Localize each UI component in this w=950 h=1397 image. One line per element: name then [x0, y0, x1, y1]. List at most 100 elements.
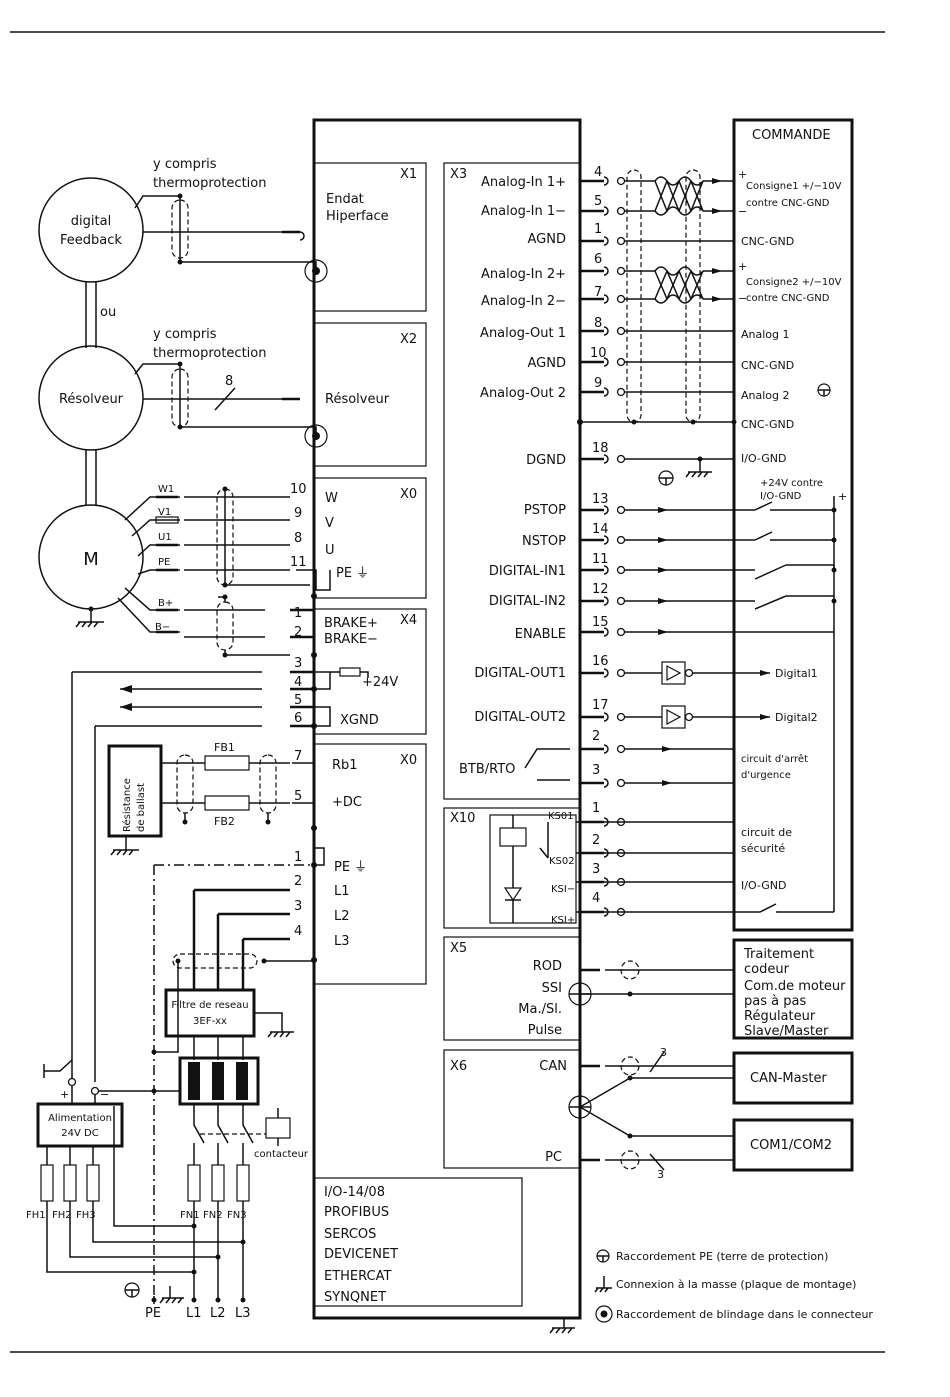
can-master-label: CAN-Master	[750, 1071, 827, 1086]
ballast-line-1: Résistance	[121, 778, 133, 832]
x3-plug-cup	[603, 176, 609, 186]
x10-relay-coil	[499, 827, 527, 847]
x4-pin-4: 4	[294, 675, 302, 690]
x3-signal-labels: Analog-In 1+ Analog-In 1− AGND Analog-In…	[459, 175, 566, 777]
x1-box	[313, 162, 427, 312]
x3-digital-outputs	[625, 661, 770, 729]
x3-plug-cup	[603, 236, 609, 246]
x3-sig-din2: DIGITAL-IN2	[489, 594, 566, 609]
traitement-lines: Traitement codeur Com.de moteur pas à pa…	[743, 947, 846, 1039]
commande-title: COMMANDE	[752, 128, 831, 143]
x3-pin-12: 12	[592, 582, 609, 597]
option-devicenet: DEVICENET	[324, 1247, 398, 1262]
x3-sig-nstop: NSTOP	[522, 534, 566, 549]
x10-relay-frame	[489, 814, 577, 924]
x3-plug-cup	[603, 454, 609, 464]
x3-plug-cup	[603, 505, 609, 515]
x10-ksim: KSI−	[551, 884, 575, 895]
x3-pin-17: 17	[592, 698, 609, 713]
contactor-block	[178, 1056, 260, 1106]
x0b-pe: PE ⏚	[334, 860, 367, 875]
x3-plug-contact	[616, 236, 626, 246]
supply-line-1: Alimentation	[48, 1113, 112, 1124]
fuse-fh1: FH1	[26, 1210, 46, 1221]
mains-l1: L1	[186, 1306, 202, 1321]
filter-box	[164, 988, 256, 1038]
x0b-label: X0	[400, 753, 417, 768]
x3-plug-cup	[603, 712, 609, 722]
x5-rod: ROD	[533, 959, 562, 974]
option-ethercat: ETHERCAT	[324, 1269, 391, 1284]
x3-sig-analog-out2: Analog-Out 2	[480, 386, 566, 401]
x0b-rb1: Rb1	[332, 758, 358, 773]
filter-line-1: Filtre de reseau	[171, 1000, 248, 1011]
x3-sig-btb: BTB/RTO	[459, 762, 515, 777]
x0b-l2: L2	[334, 909, 350, 924]
x3-plug-contact	[616, 206, 626, 216]
x0-w: W	[325, 491, 338, 506]
cmd-consigne2: Consigne2 +/−10V	[746, 277, 842, 288]
traitement-box	[732, 938, 854, 1040]
ballast-section: Résistance de ballast FB1 FB2 7 5	[107, 741, 314, 856]
resolver	[38, 345, 144, 451]
x1-endat: Endat	[326, 192, 364, 207]
x3-pin-5: 5	[594, 194, 602, 209]
fuse-fh2: FH2	[52, 1210, 72, 1221]
x3-plug-cup	[603, 565, 609, 575]
traitement-line-1: Traitement	[743, 947, 814, 962]
x3-sig-enable: ENABLE	[515, 627, 566, 642]
x3-box	[443, 162, 581, 800]
x3-digital-inputs	[625, 501, 835, 635]
x10-label: X10	[450, 811, 475, 826]
x10-box	[443, 807, 581, 929]
x3-plug-contact	[616, 668, 626, 678]
x3-pin-3: 3	[592, 763, 600, 778]
x10-pin-3: 3	[592, 862, 600, 877]
x4-pin-5: 5	[294, 693, 302, 708]
x3-btb-rto	[524, 746, 734, 786]
x0b-l1: L1	[334, 884, 350, 899]
x3-pin-1: 1	[594, 222, 602, 237]
x4-pin-1: 1	[294, 606, 302, 621]
x3-sig-dout1: DIGITAL-OUT1	[474, 666, 566, 681]
x3-plug-cup	[603, 357, 609, 367]
cmd-plus: +	[838, 490, 847, 503]
x0-pin-9: 9	[294, 506, 302, 521]
x10-diode	[503, 887, 523, 902]
x3-sig-pstop: PSTOP	[524, 503, 566, 518]
x5-pulse: Pulse	[528, 1023, 562, 1038]
x4-brake-minus: BRAKE−	[324, 632, 378, 647]
x3-plug-contact	[616, 565, 626, 575]
x3-plug-contact	[616, 596, 626, 606]
option-io: I/O-14/08	[324, 1185, 385, 1200]
x3-plug-contact	[616, 326, 626, 336]
x3-plug-cup	[603, 668, 609, 678]
contacteur-label: contacteur	[254, 1149, 309, 1160]
traitement-line-6: Slave/Master	[744, 1024, 829, 1039]
fuse-fn2: FN2	[203, 1210, 223, 1221]
wire-v1: V1	[158, 507, 171, 518]
supply-section: + − Alimentation 24V DC FH1 FH2 FH3 PE L…	[26, 1059, 251, 1321]
cmd-cncgnd1: CNC-GND	[741, 235, 794, 248]
thermo2-line-1: y compris	[153, 327, 217, 342]
x3-plug-cup	[603, 326, 609, 336]
x2-label: X2	[400, 332, 417, 347]
wire-bminus: B−	[155, 622, 170, 633]
x3-pin-13: 13	[592, 492, 609, 507]
wire-pe: PE	[158, 557, 170, 568]
x3-pin-15: 15	[592, 615, 609, 630]
x6-wiring: 3 3	[568, 1046, 734, 1181]
feedback-line-1: digital	[71, 214, 111, 229]
x5-wiring	[568, 960, 734, 1006]
x3-sig-dout2: DIGITAL-OUT2	[474, 710, 566, 725]
fb1-label: FB1	[214, 741, 235, 754]
x3-plug-contact	[616, 744, 626, 754]
fuse-fn3: FN3	[227, 1210, 247, 1221]
mains-pe: PE	[145, 1306, 161, 1321]
x0-label: X0	[400, 487, 417, 502]
x4-pin-6: 6	[294, 711, 302, 726]
drive-bus	[311, 593, 317, 963]
x3-pin-18: 18	[592, 441, 609, 456]
x0-pe: PE ⏚	[336, 566, 369, 581]
commande-box	[732, 118, 854, 932]
